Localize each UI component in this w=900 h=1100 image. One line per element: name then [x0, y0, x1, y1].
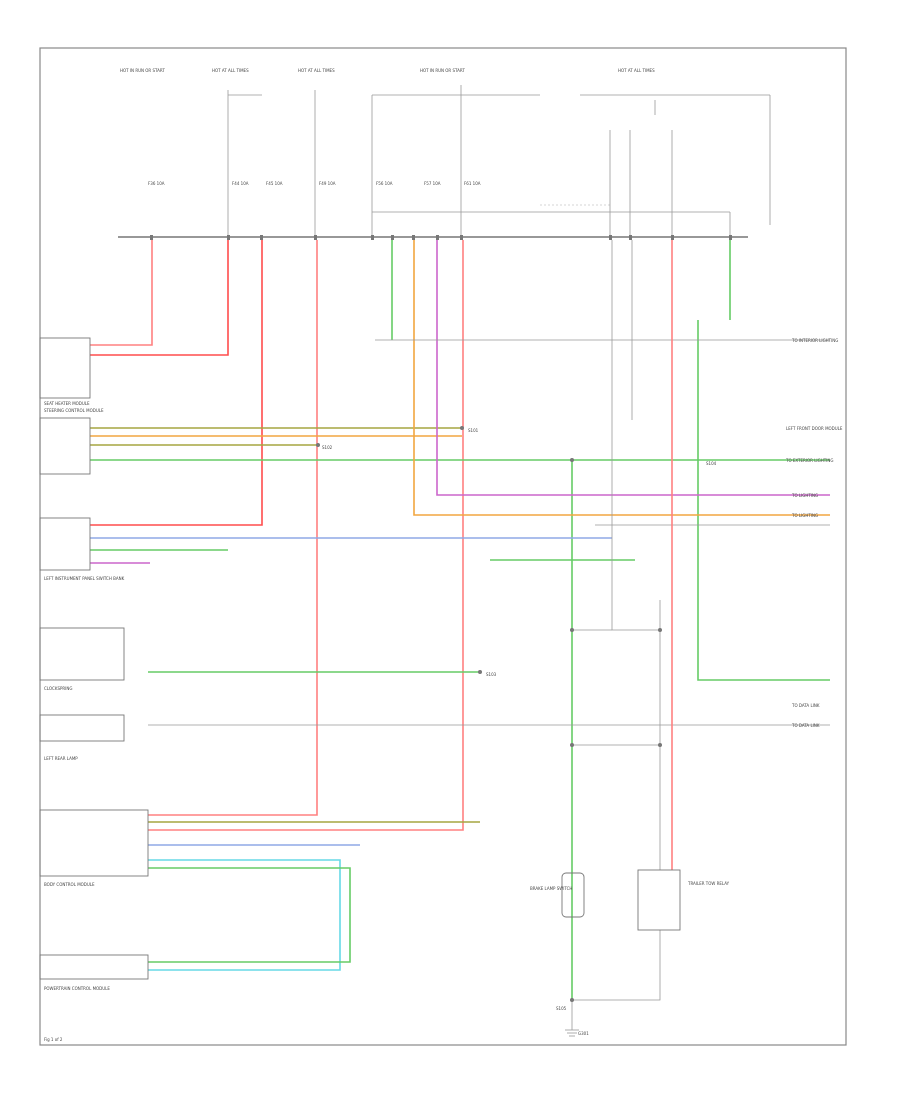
- top-label: HOT AT ALL TIMES: [298, 68, 335, 73]
- splices: S101 S102 S103 S104 S105: [316, 426, 717, 1011]
- ground-label: G301: [578, 1031, 589, 1036]
- switch-bank-box: [39, 517, 91, 571]
- fuse-label: F61 10A: [464, 181, 481, 186]
- component-label: CLOCKSPRING: [44, 686, 72, 691]
- right-label: LEFT FRONT DOOR MODULE: [786, 426, 843, 431]
- right-label: TO LIGHTING: [791, 493, 818, 498]
- top-label: HOT AT ALL TIMES: [212, 68, 249, 73]
- brake-lamp-switch-box: [561, 872, 585, 918]
- body-control-module-box: [39, 809, 149, 877]
- left-components: SEAT HEATER MODULE STEERING CONTROL MODU…: [39, 337, 149, 991]
- right-label: TO DATA LINK: [791, 723, 820, 728]
- component-label: LEFT REAR LAMP: [44, 756, 78, 761]
- powertrain-control-module-box: [39, 954, 149, 980]
- fuse-labels: F36 10A F44 10A F45 10A F49 10A F56 10A …: [148, 181, 481, 186]
- component-label: SEAT HEATER MODULE: [44, 401, 90, 406]
- right-label: TO DATA LINK: [791, 703, 820, 708]
- splice-label: S103: [486, 672, 497, 677]
- splice-label: S102: [322, 445, 333, 450]
- left-rear-lamp-box: [39, 714, 125, 742]
- fuse-label: F36 10A: [148, 181, 165, 186]
- clockspring-box: [39, 627, 125, 681]
- steering-control-module-box: [39, 417, 91, 475]
- fuse-label: F44 10A: [232, 181, 249, 186]
- top-label: HOT AT ALL TIMES: [618, 68, 655, 73]
- right-label: TO INTERIOR LIGHTING: [791, 338, 838, 343]
- component-label: TRAILER TOW RELAY: [687, 881, 730, 886]
- splice-label: S101: [468, 428, 479, 433]
- bus-connectors: [150, 235, 732, 240]
- splice-label: S105: [556, 1006, 567, 1011]
- top-label: HOT IN RUN OR START: [120, 68, 165, 73]
- fuse-label: F45 10A: [266, 181, 283, 186]
- fuse-label: F49 10A: [319, 181, 336, 186]
- wires: [90, 240, 830, 1001]
- diagram-frame: [39, 47, 847, 1046]
- fuse-label: F57 10A: [424, 181, 441, 186]
- component-label: BRAKE LAMP SWITCH: [530, 886, 572, 891]
- trailer-tow-relay-box: [637, 869, 681, 931]
- splice-label: S104: [706, 461, 717, 466]
- component-label: POWERTRAIN CONTROL MODULE: [44, 986, 110, 991]
- page-label: Fig 1 of 2: [44, 1037, 63, 1042]
- top-label-group: HOT IN RUN OR START HOT AT ALL TIMES HOT…: [120, 68, 655, 73]
- right-labels: TO INTERIOR LIGHTING LEFT FRONT DOOR MOD…: [785, 338, 843, 728]
- right-label: TO EXTERIOR LIGHTING: [785, 458, 833, 463]
- top-feeds: [227, 85, 771, 237]
- component-label: BODY CONTROL MODULE: [44, 882, 95, 887]
- component-label: STEERING CONTROL MODULE: [44, 408, 104, 413]
- fuse-label: F56 10A: [376, 181, 393, 186]
- seat-heater-module-box: [39, 337, 91, 399]
- bottom-components: BRAKE LAMP SWITCH TRAILER TOW RELAY G301: [530, 869, 730, 1037]
- right-label: TO LIGHTING: [791, 513, 818, 518]
- top-label: HOT IN RUN OR START: [420, 68, 465, 73]
- component-label: LEFT INSTRUMENT PANEL SWITCH BANK: [44, 576, 125, 581]
